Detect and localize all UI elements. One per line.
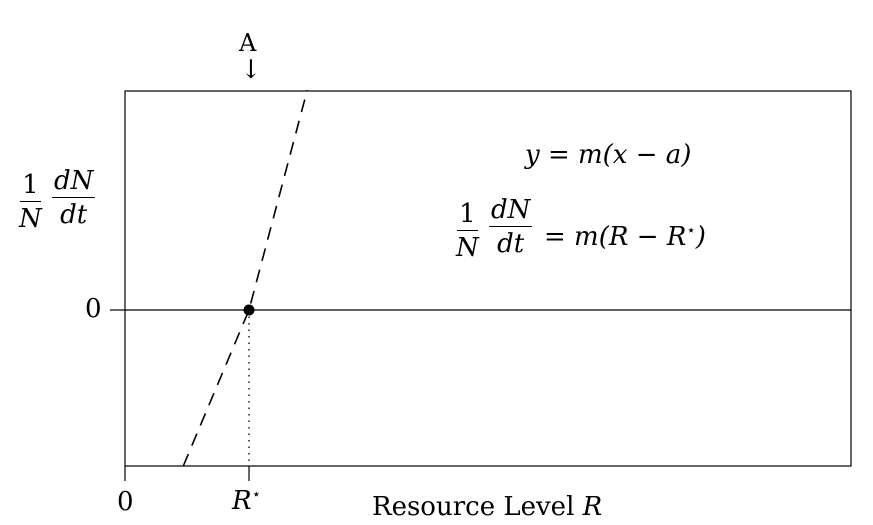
y-axis-label-den: N: [19, 204, 42, 234]
equation-fraction-2: dN dt: [489, 195, 533, 259]
marker-a-label: A: [239, 29, 257, 57]
x-axis-label-text: Resource Level: [372, 492, 583, 522]
equation-rhs: = m(R − R: [544, 222, 687, 252]
general-equation: y = m(x − a): [525, 140, 692, 170]
equation-den2: dt: [497, 229, 525, 259]
equation-close: ): [695, 222, 706, 252]
equation-num2: dN: [489, 195, 533, 227]
equilibrium-point: [243, 304, 255, 316]
rstar-tick-label: R⋆: [232, 485, 261, 516]
x-zero-tick-label: 0: [117, 487, 134, 517]
rstar-sup: ⋆: [251, 485, 261, 503]
y-axis-label-num: 1: [20, 170, 41, 202]
specific-equation-rhs: = m(R − R⋆): [544, 221, 706, 252]
y-axis-label-fraction-2: dN dt: [52, 166, 96, 230]
growth-rate-dashed-line: [182, 89, 309, 467]
equation-rhs-sup: ⋆: [686, 221, 696, 239]
rstar-base: R: [232, 486, 252, 516]
x-axis-label-var: R: [582, 492, 603, 522]
equation-num: 1: [457, 199, 478, 231]
x-axis-label: Resource Level R: [372, 494, 602, 520]
y-axis-label-fraction-1: 1 N: [17, 172, 44, 232]
marker-a-arrow: ↓: [240, 55, 262, 85]
equation-den: N: [456, 233, 479, 263]
y-axis-label-den2: dt: [60, 200, 88, 230]
equation-fraction-1: 1 N: [454, 201, 481, 261]
y-zero-tick-label: 0: [85, 294, 102, 324]
plot-frame: [124, 90, 852, 467]
y-axis-label-num2: dN: [52, 166, 96, 198]
